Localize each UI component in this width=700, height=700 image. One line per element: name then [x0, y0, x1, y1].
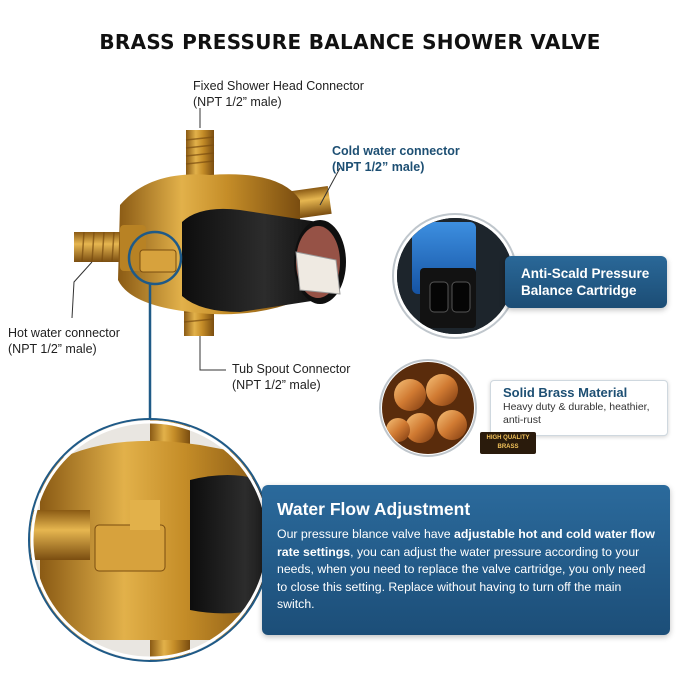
flow-title: Water Flow Adjustment — [277, 499, 471, 519]
brass-desc-line2: anti-rust — [503, 413, 541, 426]
high-quality-badge: HIGH QUALITY BRASS — [480, 432, 536, 454]
brass-desc-line1: Heavy duty & durable, heathier, — [503, 401, 650, 413]
zoom-marker-circle — [127, 230, 183, 286]
zoom-detail — [28, 418, 272, 662]
tub-spout-label: Tub Spout Connector(NPT 1/2” male) — [232, 362, 351, 392]
cold-connector-label: Cold water connector(NPT 1/2” male) — [332, 144, 460, 174]
cartridge-image — [392, 213, 518, 339]
cartridge-card: Anti-Scald Pressure Balance Cartridge — [505, 256, 667, 308]
brass-card: Solid Brass Material Heavy duty & durabl… — [490, 380, 668, 436]
leader-lines — [71, 108, 341, 371]
hot-connector-label: Hot water connector(NPT 1/2” male) — [8, 326, 120, 356]
flow-description: Our pressure blance valve have adjustabl… — [277, 527, 655, 611]
page-title: BRASS PRESSURE BALANCE SHOWER VALVE — [99, 30, 601, 54]
flow-card: Water Flow Adjustment Our pressure blanc… — [262, 485, 670, 635]
fixed-head-label: Fixed Shower Head Connector(NPT 1/2” mal… — [193, 79, 364, 109]
brass-material-image — [379, 359, 477, 457]
valve-body — [74, 130, 346, 336]
cartridge-title-line1: Anti-Scald Pressure — [521, 266, 650, 281]
brass-title: Solid Brass Material — [503, 385, 628, 400]
cartridge-title-line2: Balance Cartridge — [521, 283, 637, 298]
